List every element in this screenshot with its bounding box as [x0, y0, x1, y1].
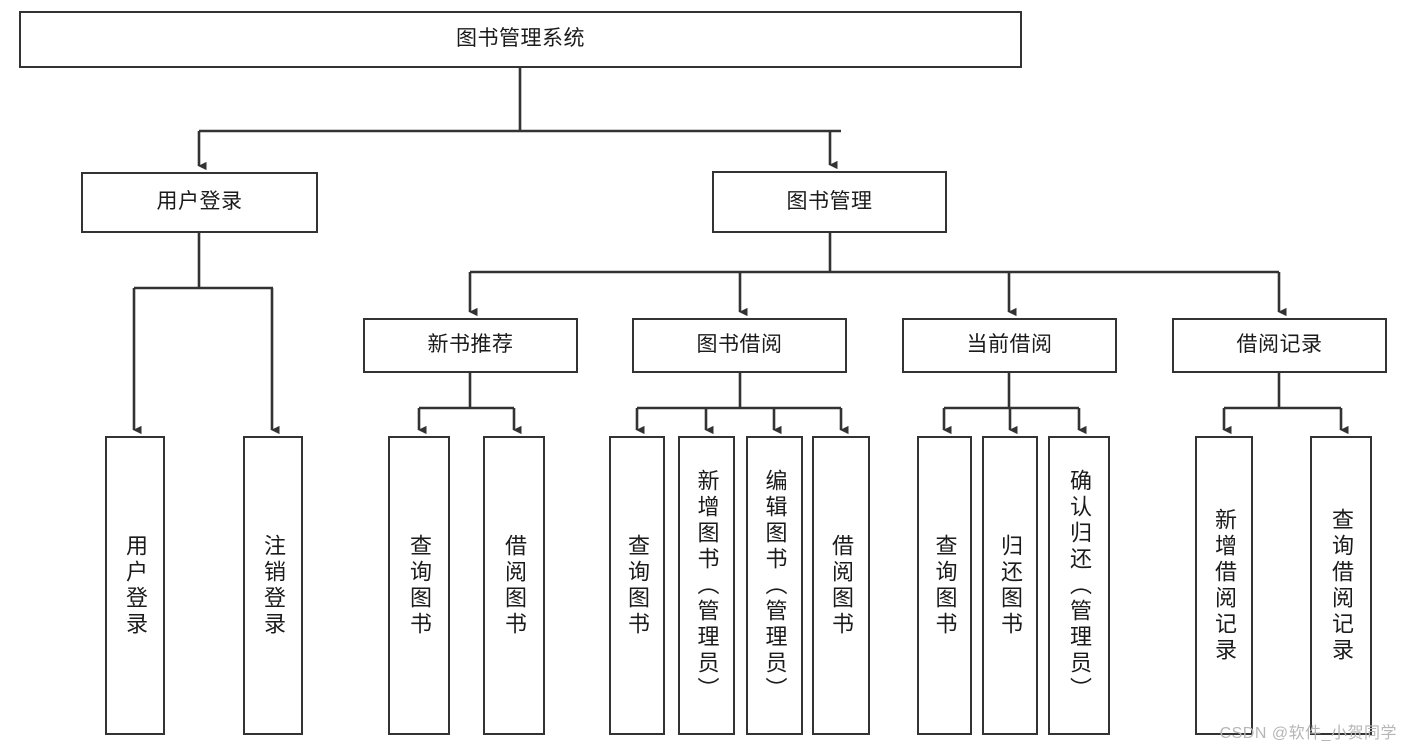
node-borrow-record-label: 借阅记录 [1236, 333, 1323, 357]
leaf-query-record[interactable]: 查询借阅记录 [1310, 436, 1372, 735]
leaf-query-book-1[interactable]: 查询图书 [388, 436, 450, 735]
node-new-book-recommend[interactable]: 新书推荐 [363, 318, 578, 373]
leaf-query-book-1-label: 查询图书 [407, 533, 432, 638]
leaf-return-book-label: 归还图书 [998, 533, 1023, 638]
leaf-logout-label: 注销登录 [261, 533, 286, 638]
leaf-borrow-book-1-label: 借阅图书 [502, 533, 527, 638]
node-root-label: 图书管理系统 [456, 27, 585, 51]
node-current-borrow[interactable]: 当前借阅 [902, 318, 1117, 373]
node-borrow-record[interactable]: 借阅记录 [1172, 318, 1387, 373]
leaf-borrow-book-2[interactable]: 借阅图书 [812, 436, 870, 735]
node-current-borrow-label: 当前借阅 [966, 333, 1053, 357]
leaf-add-book[interactable]: 新增图书（管理员） [678, 436, 735, 735]
leaf-query-book-2-label: 查询图书 [625, 533, 650, 638]
node-book-borrow[interactable]: 图书借阅 [632, 318, 847, 373]
leaf-edit-book[interactable]: 编辑图书（管理员） [746, 436, 803, 735]
leaf-borrow-book-2-label: 借阅图书 [829, 533, 854, 638]
leaf-add-record-label: 新增借阅记录 [1212, 507, 1237, 664]
node-book-management-label: 图书管理 [786, 189, 873, 213]
leaf-confirm-return[interactable]: 确认归还（管理员） [1048, 436, 1110, 735]
leaf-query-record-label: 查询借阅记录 [1329, 507, 1354, 664]
leaf-query-book-2[interactable]: 查询图书 [609, 436, 665, 735]
node-user-login[interactable]: 用户登录 [81, 172, 318, 233]
node-new-book-recommend-label: 新书推荐 [427, 333, 514, 357]
leaf-edit-book-label: 编辑图书（管理员） [762, 468, 788, 703]
leaf-borrow-book-1[interactable]: 借阅图书 [483, 436, 545, 735]
leaf-confirm-return-label: 确认归还（管理员） [1067, 468, 1092, 703]
node-user-login-label: 用户登录 [156, 190, 243, 214]
leaf-query-book-3-label: 查询图书 [932, 533, 958, 638]
leaf-add-book-label: 新增图书（管理员） [694, 468, 720, 703]
leaf-user-login[interactable]: 用户登录 [105, 436, 165, 735]
leaf-logout[interactable]: 注销登录 [243, 436, 303, 735]
leaf-query-book-3[interactable]: 查询图书 [917, 436, 972, 735]
leaf-user-login-label: 用户登录 [123, 533, 148, 638]
csdn-watermark: CSDN @软件_小贺同学 [1219, 725, 1397, 742]
leaf-return-book[interactable]: 归还图书 [982, 436, 1038, 735]
leaf-add-record[interactable]: 新增借阅记录 [1195, 436, 1253, 735]
node-book-management[interactable]: 图书管理 [712, 171, 947, 233]
node-book-borrow-label: 图书借阅 [696, 333, 783, 357]
node-root[interactable]: 图书管理系统 [19, 11, 1022, 68]
